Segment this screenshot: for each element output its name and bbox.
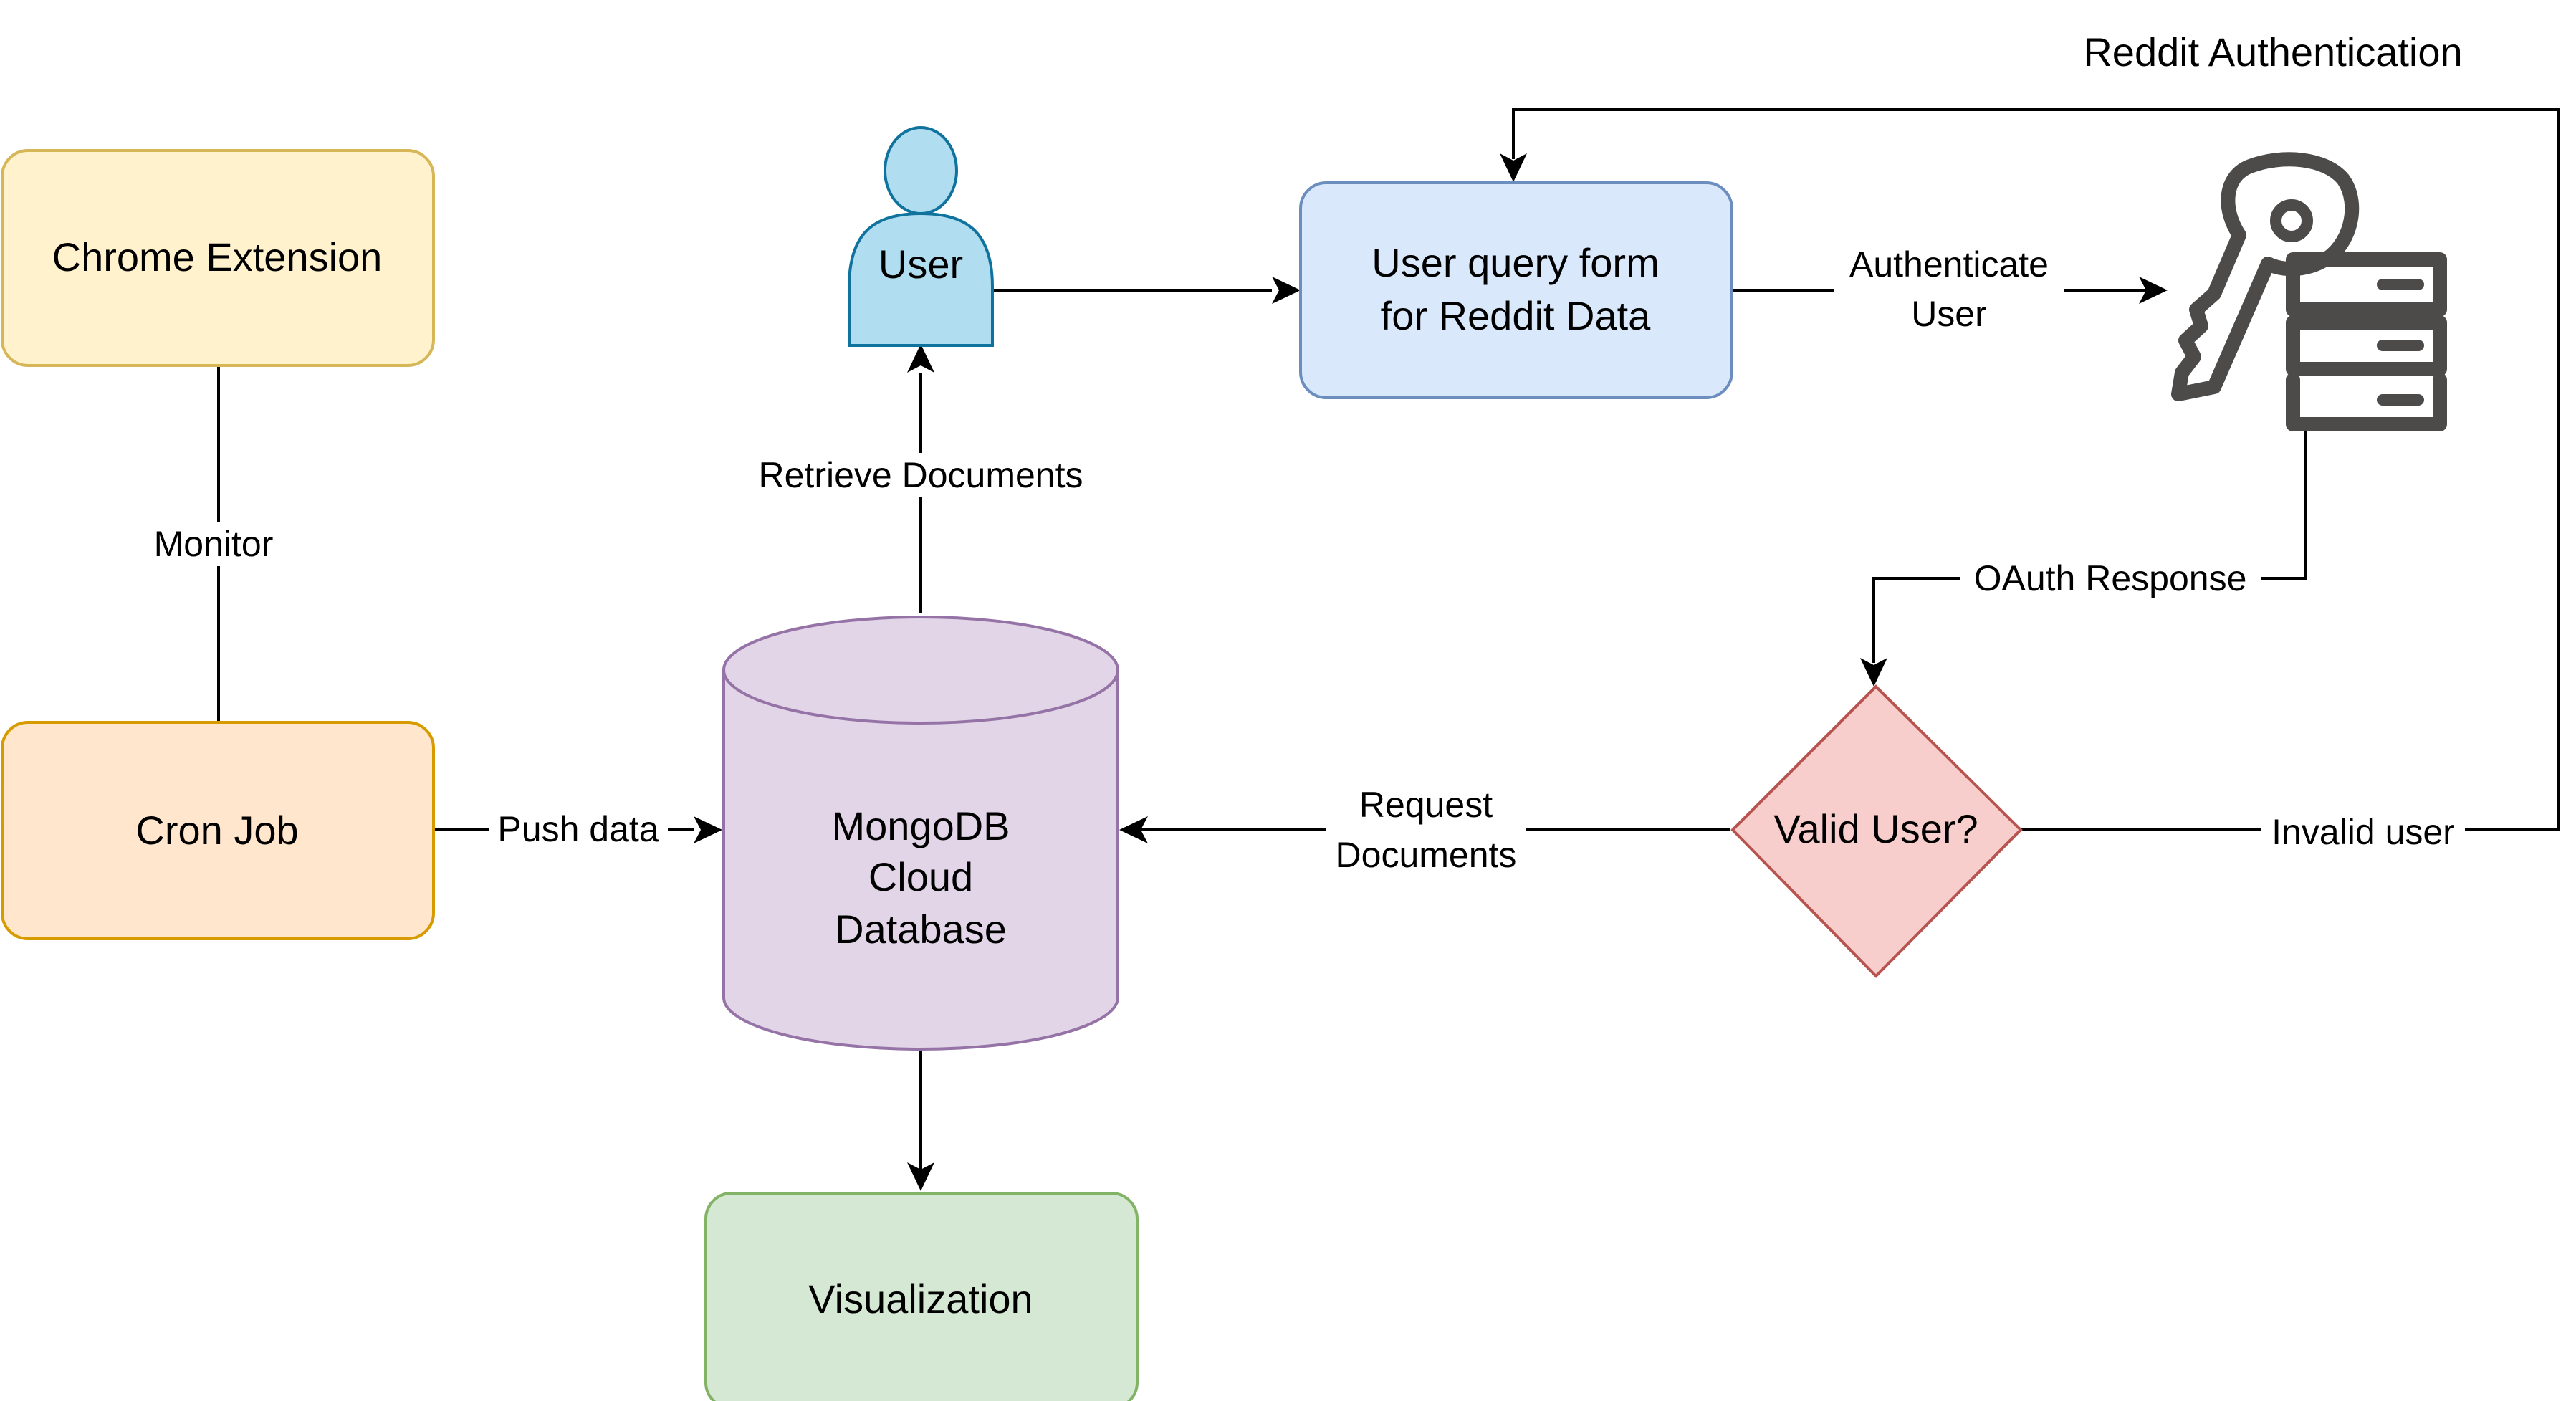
- arrowhead-invalid-user: [1500, 153, 1527, 182]
- mongodb-cylinder-top: [722, 616, 1119, 725]
- edge-oauth-response: [1872, 430, 2307, 663]
- cron-job-label: Cron Job: [135, 808, 298, 853]
- oauth-response-label: OAuth Response: [1974, 558, 2247, 598]
- user-query-form-node: [1299, 181, 1733, 399]
- valid-user-label: Valid User?: [1773, 806, 1978, 851]
- arrowhead-authenticate: [2139, 277, 2168, 304]
- authenticate-user-label-line1: Authenticate: [1849, 244, 2049, 284]
- arrowhead-push-data: [694, 816, 722, 843]
- authenticate-user-label-line2: User: [1911, 294, 1987, 334]
- arrowhead-user-to-form: [1272, 277, 1301, 304]
- mongodb-node: MongoDB Cloud Database: [722, 616, 1119, 1051]
- visualization-label: Visualization: [808, 1276, 1033, 1321]
- mongodb-label-line2: Cloud: [868, 854, 973, 899]
- user-label: User: [878, 242, 963, 287]
- edge-labels: Monitor Push data Retrieve Documents Aut…: [140, 236, 2465, 885]
- person-icon-head: [884, 126, 958, 215]
- monitor-label: Monitor: [154, 524, 274, 564]
- arrowhead-request-documents: [1119, 816, 1148, 843]
- mongodb-label-line3: Database: [835, 907, 1007, 952]
- user-query-form-label-line2: for Reddit Data: [1381, 293, 1651, 338]
- push-data-label: Push data: [497, 809, 659, 849]
- invalid-user-label: Invalid user: [2271, 812, 2455, 852]
- retrieve-documents-label: Retrieve Documents: [759, 455, 1083, 495]
- key-server-icon: [2171, 152, 2447, 431]
- cron-job-node: [1, 721, 435, 940]
- request-documents-label-line2: Documents: [1336, 835, 1517, 875]
- server-icon-top: [2286, 252, 2447, 317]
- server-icon-middle: [2286, 315, 2447, 376]
- user-node: User: [848, 126, 994, 347]
- valid-user-decision-node: [1730, 684, 2023, 978]
- key-icon-head: [2171, 152, 2360, 401]
- arrowhead-retrieve-documents: [907, 344, 934, 373]
- visualization-node: [704, 1192, 1139, 1401]
- key-icon-hole: [2270, 199, 2313, 242]
- person-icon: [848, 211, 994, 347]
- arrowheads: [694, 153, 2168, 1191]
- user-query-form-label-line1: User query form: [1371, 240, 1659, 285]
- arrowhead-db-to-visualization: [907, 1162, 934, 1191]
- arrowhead-oauth-response: [1860, 658, 1887, 687]
- mongodb-cylinder-body: [722, 670, 1119, 1051]
- chrome-extension-label: Chrome Extension: [52, 234, 383, 279]
- reddit-authentication-title: Reddit Authentication: [2083, 29, 2462, 75]
- request-documents-label-line1: Request: [1359, 785, 1493, 825]
- mongodb-label-line1: MongoDB: [831, 803, 1010, 848]
- server-icon-bottom: [2286, 373, 2447, 431]
- chrome-extension-node: [1, 149, 435, 367]
